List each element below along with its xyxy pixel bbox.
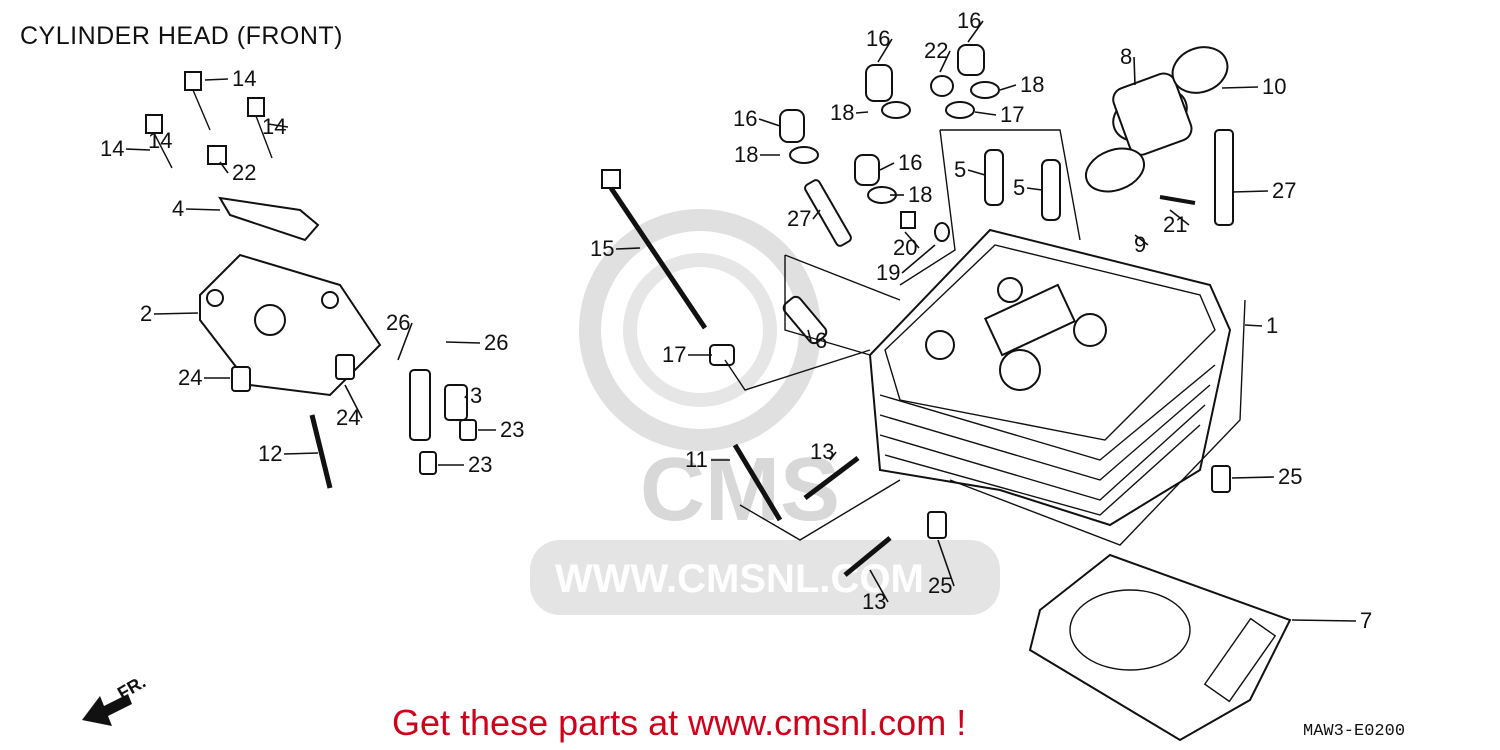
callout-label: 18	[830, 100, 854, 125]
callout-leader	[758, 118, 781, 127]
callout-leader	[869, 569, 889, 603]
cms-watermark: CMS WWW.CMSNL.COM	[530, 209, 1000, 615]
callout-label: 26	[386, 310, 410, 335]
callout-label: 12	[258, 441, 282, 466]
callout-leader	[1231, 190, 1269, 193]
callout-label: 14	[100, 136, 124, 161]
studs	[309, 414, 892, 577]
callout-leader	[1133, 56, 1136, 86]
callout-label: 25	[1278, 464, 1302, 489]
callout-label: 5	[1013, 175, 1025, 200]
callout-leader	[1221, 86, 1259, 89]
callout-leader	[1231, 476, 1275, 479]
caps-and-washers	[779, 44, 1000, 204]
callout-label: 5	[954, 157, 966, 182]
callout-leader	[267, 123, 289, 128]
callout-label: 23	[468, 452, 492, 477]
callout-leader	[901, 244, 936, 274]
callout-label: 19	[876, 260, 900, 285]
callout-leader	[464, 395, 467, 399]
callout-leader	[1026, 187, 1043, 191]
callout-label: 24	[336, 405, 360, 430]
callout-leader	[185, 208, 221, 211]
spark-plugs	[804, 129, 1234, 247]
guide-plate	[218, 196, 320, 242]
callout-label: 7	[1360, 608, 1372, 633]
stud-bolt-15	[601, 169, 708, 330]
callout-leader	[1169, 209, 1190, 226]
cylinder-head	[868, 228, 1232, 527]
callout-label: 9	[1134, 232, 1146, 257]
callout-label: 4	[172, 196, 184, 221]
callout-label: 10	[1262, 74, 1286, 99]
intake-insulator	[1084, 46, 1229, 193]
callout-leader	[204, 78, 229, 81]
promo-link-text[interactable]: Get these parts at www.cmsnl.com !	[392, 702, 967, 743]
callout-label: 11	[685, 447, 708, 472]
callout-leader	[904, 231, 920, 249]
callout-label: 18	[1020, 72, 1044, 97]
callout-label: 22	[924, 38, 948, 63]
callout-leader	[829, 451, 837, 461]
callout-label: 17	[1000, 102, 1024, 127]
callout-leader	[812, 209, 821, 220]
callout-label: 22	[232, 160, 256, 185]
callout-label: 24	[178, 365, 202, 390]
callout-leader	[855, 111, 869, 114]
callout-leader	[879, 162, 895, 171]
callout-leader	[153, 312, 199, 315]
callout-label: 14	[148, 128, 172, 153]
rocker-arm	[409, 369, 468, 441]
callout-label: 27	[1272, 178, 1296, 203]
callout-leader	[445, 341, 481, 344]
front-direction-arrow: FR.	[82, 672, 149, 726]
callout-label: 17	[662, 342, 686, 367]
callout-label: 21	[1163, 212, 1187, 237]
callout-leader	[283, 452, 319, 455]
callout-label: 18	[908, 182, 932, 207]
callout-leader	[1244, 324, 1263, 327]
callout-label: 26	[484, 330, 508, 355]
callout-leader	[967, 20, 984, 43]
callout-leader	[1291, 619, 1357, 622]
callout-label: 14	[232, 66, 256, 91]
callout-label: 1	[1266, 313, 1278, 338]
callout-leader	[937, 539, 955, 587]
callout-leader	[999, 84, 1017, 91]
callout-label: 27	[787, 206, 811, 231]
callout-leader	[967, 169, 986, 176]
callout-leader	[344, 384, 363, 419]
diagram-title: CYLINDER HEAD (FRONT)	[20, 22, 344, 50]
callout-label: 20	[893, 235, 917, 260]
dowel-pins	[231, 344, 1231, 539]
callout-label: 23	[500, 417, 524, 442]
head-gasket	[1028, 553, 1292, 742]
callout-leader	[877, 38, 893, 63]
callout-label: 16	[898, 150, 922, 175]
callout-label: 15	[590, 236, 614, 261]
diagram-code: MAW3-E0200	[1303, 722, 1406, 741]
bolts-14	[145, 71, 273, 169]
callout-label: 16	[733, 106, 757, 131]
callout-leader	[939, 50, 951, 73]
callout-label: 6	[815, 328, 827, 353]
watermark-url-text: WWW.CMSNL.COM	[555, 557, 924, 601]
callout-label: 2	[140, 301, 152, 326]
callout-label: 3	[470, 383, 482, 408]
callout-leader	[1134, 234, 1149, 246]
callout-label: 25	[928, 573, 952, 598]
callout-leader	[807, 329, 812, 342]
callout-leader	[397, 322, 413, 361]
assembly-outline	[724, 129, 1246, 546]
small-fasteners	[900, 195, 1196, 242]
callout-label: 8	[1120, 44, 1132, 69]
callout-leader	[219, 161, 229, 174]
callout-label: 18	[734, 142, 758, 167]
callout-leader	[974, 111, 997, 116]
callout-leader	[125, 148, 151, 151]
callout-leader	[615, 247, 641, 250]
